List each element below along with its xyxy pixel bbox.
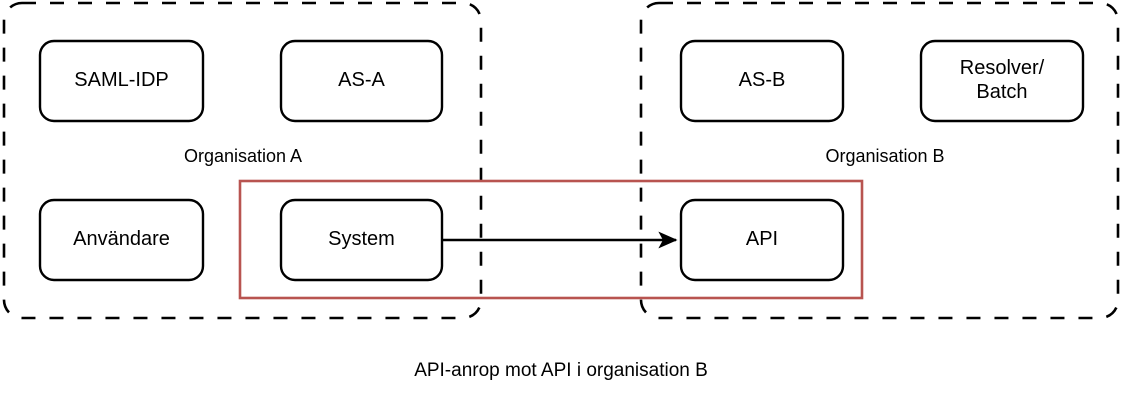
node-as-b[interactable] xyxy=(681,41,843,121)
node-shape-as-a xyxy=(279,39,444,123)
node-as-a[interactable] xyxy=(281,41,442,121)
node-saml-idp[interactable] xyxy=(40,41,203,121)
node-shape-resolver-batch xyxy=(919,39,1085,123)
node-anvandare[interactable] xyxy=(40,200,203,280)
api-call-highlight-box xyxy=(238,179,864,300)
node-shape-api xyxy=(679,198,845,282)
node-shape-as-b xyxy=(679,39,845,123)
node-api[interactable] xyxy=(681,200,843,280)
zone-border-organisation-b xyxy=(639,1,1120,320)
zone-border-organisation-a xyxy=(2,1,483,320)
node-shape-saml-idp xyxy=(38,39,205,123)
node-system[interactable] xyxy=(281,200,442,280)
node-resolver-batch[interactable] xyxy=(921,41,1083,121)
node-shape-anvandare xyxy=(38,198,205,282)
